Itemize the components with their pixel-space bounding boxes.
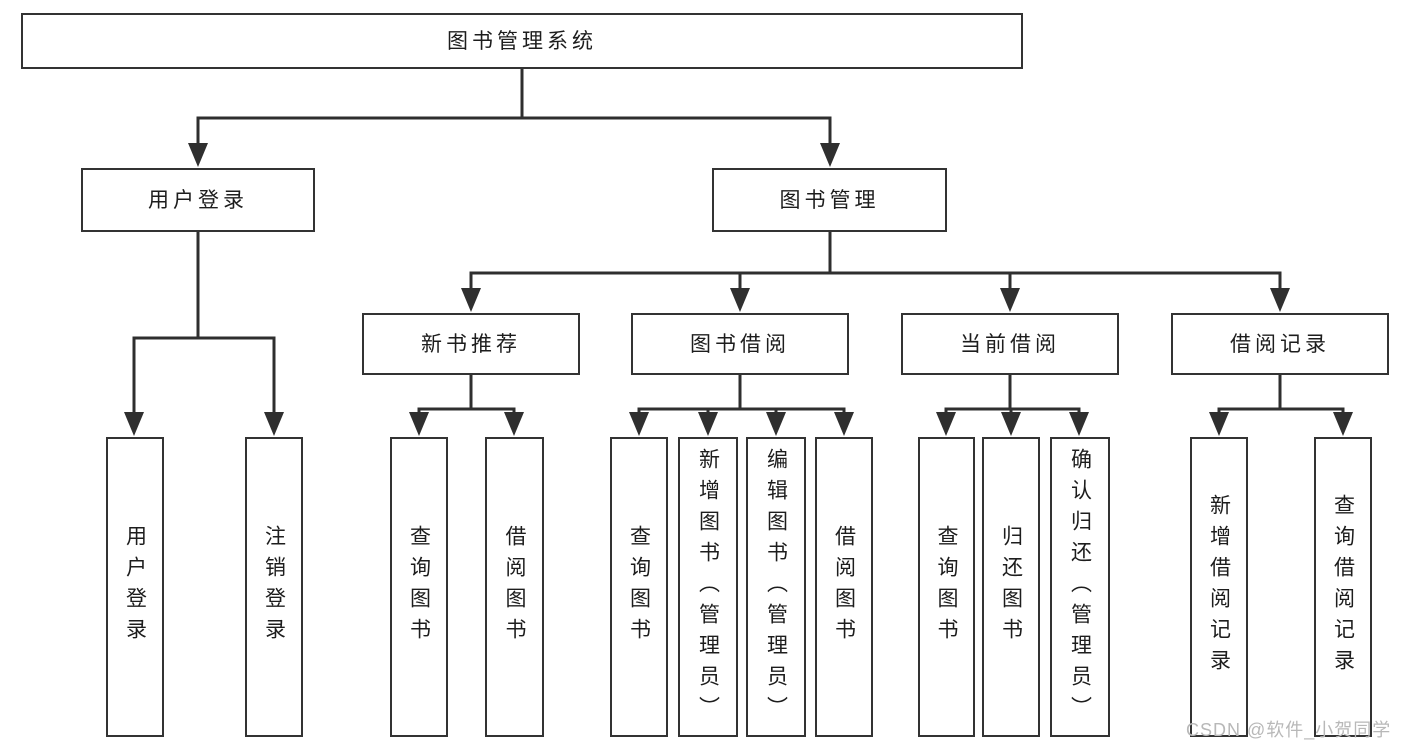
node-book-management: 图书管理 [712, 168, 947, 232]
connector-borrow-records-to-leaves [1209, 375, 1353, 436]
node-borrow-records: 借阅记录 [1171, 313, 1389, 375]
leaf-add-borrow-record: 新增借阅记录 [1190, 437, 1248, 737]
leaf-user-login: 用户登录 [106, 437, 164, 737]
leaf-query-books-borrow: 查询图书 [610, 437, 668, 737]
node-root: 图书管理系统 [21, 13, 1023, 69]
leaf-logout: 注销登录 [245, 437, 303, 737]
connector-book-borrow-to-leaves [629, 375, 854, 436]
connector-current-borrow-to-leaves [936, 375, 1089, 436]
watermark: CSDN @软件_小贺同学 [1186, 720, 1392, 740]
connector-user-login-to-leaves [124, 232, 284, 436]
leaf-borrow-books-recommend: 借阅图书 [485, 437, 544, 737]
leaf-add-book-admin: 新增图书（管理员） [678, 437, 738, 737]
connector-new-book-recommend-to-leaves [409, 375, 524, 436]
leaf-query-borrow-record: 查询借阅记录 [1314, 437, 1372, 737]
connector-book-management-to-level3 [461, 232, 1290, 312]
node-current-borrow: 当前借阅 [901, 313, 1119, 375]
leaf-query-books-recommend: 查询图书 [390, 437, 448, 737]
node-new-book-recommend: 新书推荐 [362, 313, 580, 375]
leaf-return-book: 归还图书 [982, 437, 1040, 737]
node-book-borrow: 图书借阅 [631, 313, 849, 375]
leaf-edit-book-admin: 编辑图书（管理员） [746, 437, 806, 737]
leaf-borrow-books: 借阅图书 [815, 437, 873, 737]
node-user-login: 用户登录 [81, 168, 315, 232]
leaf-query-books-current: 查询图书 [918, 437, 975, 737]
leaf-confirm-return-admin: 确认归还（管理员） [1050, 437, 1110, 737]
connector-root-to-level2 [188, 69, 840, 167]
